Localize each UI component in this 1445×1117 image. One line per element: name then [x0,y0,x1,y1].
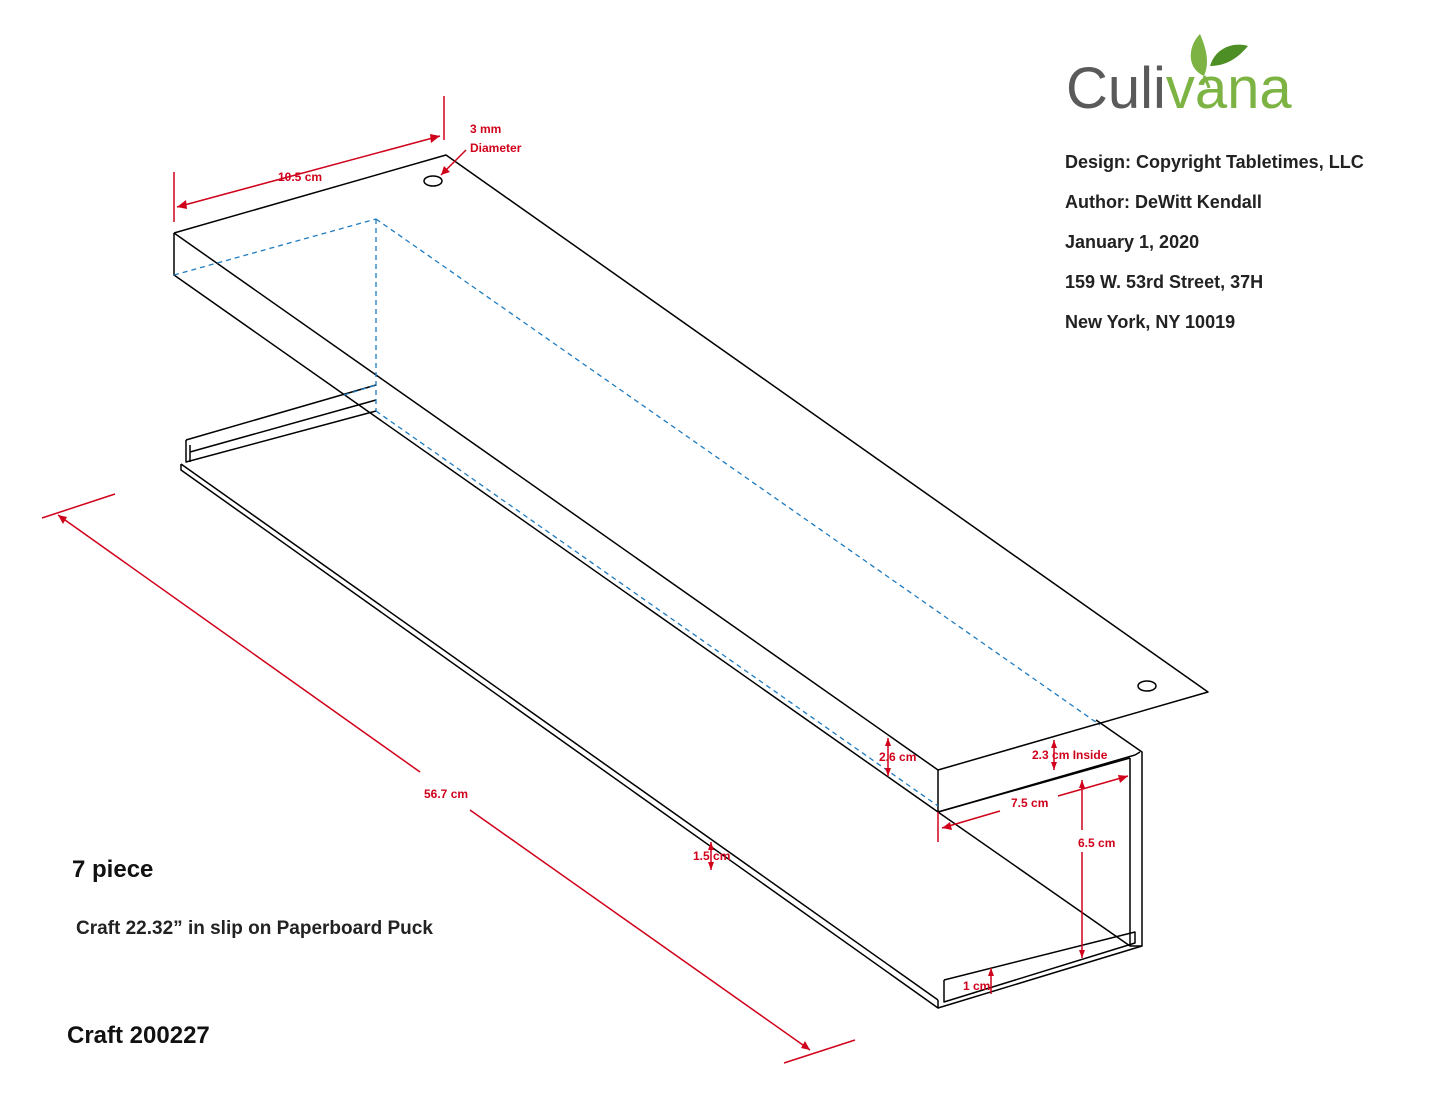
hidden-lines [173,218,1101,807]
product-code: Craft 200227 [67,1022,210,1049]
dim-inner-width: 7.5 cm [1011,796,1048,810]
leaf-icon [1190,34,1248,88]
sleeve-outline [173,154,1209,1009]
dim-top-thickness: 2.6 cm [879,750,916,764]
dim-length: 56.7 cm [424,787,468,801]
dimension-arrowheads [58,134,1128,1050]
product-description: Craft 22.32” in slip on Paperboard Puck [76,918,433,939]
dim-end-lip: 1 cm [963,979,990,993]
dim-hole-line2: Diameter [470,141,522,155]
dim-width-top: 10.5 cm [278,170,322,184]
brand-name: Culivana [1066,56,1292,121]
culivana-logo: Culivana [1066,28,1306,123]
design-credit: Design: Copyright Tabletimes, LLC [1065,152,1364,172]
date: January 1, 2020 [1065,232,1200,252]
dim-base-lip: 1.5 cm [693,849,730,863]
dim-height: 6.5 cm [1078,836,1115,850]
author: Author: DeWitt Kendall [1065,192,1262,212]
dim-hole-line1: 3 mm [470,122,501,136]
piece-count: 7 piece [72,856,154,883]
drawing-info: Design: Copyright Tabletimes, LLC Author… [1065,148,1364,348]
address-line2: New York, NY 10019 [1065,312,1236,332]
address-line1: 159 W. 53rd Street, 37H [1065,272,1264,292]
dim-inside-gap: 2.3 cm Inside [1032,748,1108,762]
